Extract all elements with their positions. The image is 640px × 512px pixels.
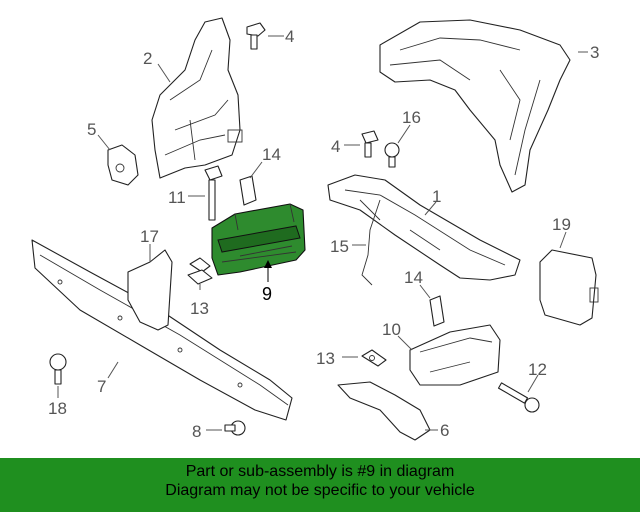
part-15-cable [361, 199, 381, 286]
part-2-bracket [151, 17, 243, 179]
callout-4-mid: 4 [331, 137, 340, 156]
part-5-bracket [107, 144, 139, 186]
callout-17: 17 [140, 227, 159, 246]
part-16-screw [384, 142, 400, 168]
callout-13-left: 13 [190, 299, 209, 318]
callout-2: 2 [143, 49, 152, 68]
callout-8: 8 [192, 422, 201, 441]
part-19-module [539, 249, 599, 326]
callout-14-lower: 14 [404, 268, 423, 287]
part-13-washer-left [187, 257, 213, 285]
callout-7: 7 [97, 377, 106, 396]
callout-5: 5 [87, 120, 96, 139]
part-11-bolt [204, 165, 223, 221]
part-4-bolt-mid [361, 130, 379, 158]
part-7-beam [31, 239, 293, 421]
part-13-washer-right [361, 349, 387, 367]
part-17-bracket [127, 249, 173, 331]
callout-1: 1 [432, 187, 441, 206]
callout-12: 12 [528, 360, 547, 379]
part-10-bracket [409, 324, 501, 386]
part-4-bolt-top [246, 22, 266, 50]
banner-line-2: Diagram may not be specific to your vehi… [165, 482, 475, 499]
part-9-highlighted [211, 203, 306, 276]
callout-11: 11 [168, 188, 186, 207]
part-12-bolt [497, 382, 540, 413]
part-14-clip-upper [239, 175, 257, 206]
part-1-crossmember [327, 174, 521, 281]
callout-10: 10 [382, 320, 401, 339]
parts-diagram: 2 4 5 11 14 3 4 16 [31, 17, 599, 441]
part-18-bolt [49, 353, 67, 385]
part-8-screw [224, 420, 246, 436]
callout-19: 19 [552, 215, 571, 234]
part-14-clip-lower [429, 295, 445, 327]
callout-3: 3 [590, 43, 599, 62]
callout-18: 18 [48, 399, 67, 418]
info-banner: Part or sub-assembly is #9 in diagram Di… [0, 458, 640, 512]
callout-15: 15 [330, 237, 349, 256]
callout-4-top: 4 [285, 27, 294, 46]
banner-line-1: Part or sub-assembly is #9 in diagram [185, 463, 455, 480]
callout-9: 9 [262, 284, 272, 304]
part-3-frame [379, 19, 571, 193]
part-6-bracket [337, 381, 431, 441]
callout-14-upper: 14 [262, 145, 281, 164]
callout-13-right: 13 [316, 349, 335, 368]
callout-16: 16 [402, 108, 421, 127]
callout-6: 6 [440, 421, 449, 440]
